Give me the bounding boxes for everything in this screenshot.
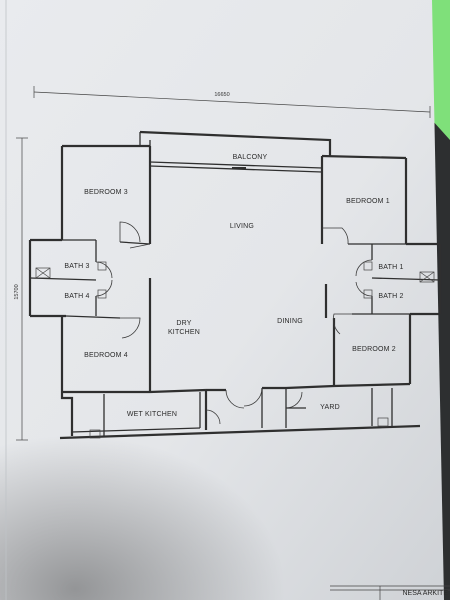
room-label-bath-2: BATH 2	[378, 293, 403, 300]
room-label-bath-1: BATH 1	[378, 264, 403, 271]
width-dimension: 16650	[33, 86, 431, 118]
room-label-dining: DINING	[277, 318, 303, 325]
walls	[28, 130, 442, 440]
room-label-living: LIVING	[230, 223, 254, 230]
height-dimension-label: 15700	[14, 284, 20, 299]
room-label-dry: DRY	[176, 320, 191, 327]
room-labels: BALCONY LIVING BEDROOM 3 BEDROOM 1 BATH …	[64, 154, 403, 418]
title-block-label: NESA ARKITE	[402, 590, 448, 597]
room-label-bedroom-3: BEDROOM 3	[84, 189, 128, 196]
room-label-yard: YARD	[320, 404, 340, 411]
room-label-kitchen: KITCHEN	[168, 329, 200, 336]
room-label-bedroom-4: BEDROOM 4	[84, 352, 128, 359]
width-dimension-label: 16650	[214, 92, 229, 98]
room-label-bedroom-1: BEDROOM 1	[346, 198, 390, 205]
room-label-bedroom-2: BEDROOM 2	[352, 346, 396, 353]
room-label-bath-4: BATH 4	[64, 293, 89, 300]
height-dimension: 15700	[14, 137, 28, 441]
room-label-bath-3: BATH 3	[64, 263, 89, 270]
room-label-wet-kitchen: WET KITCHEN	[127, 411, 177, 418]
room-label-balcony: BALCONY	[233, 154, 268, 161]
doors	[95, 221, 373, 425]
title-block: NESA ARKITE	[330, 585, 450, 600]
